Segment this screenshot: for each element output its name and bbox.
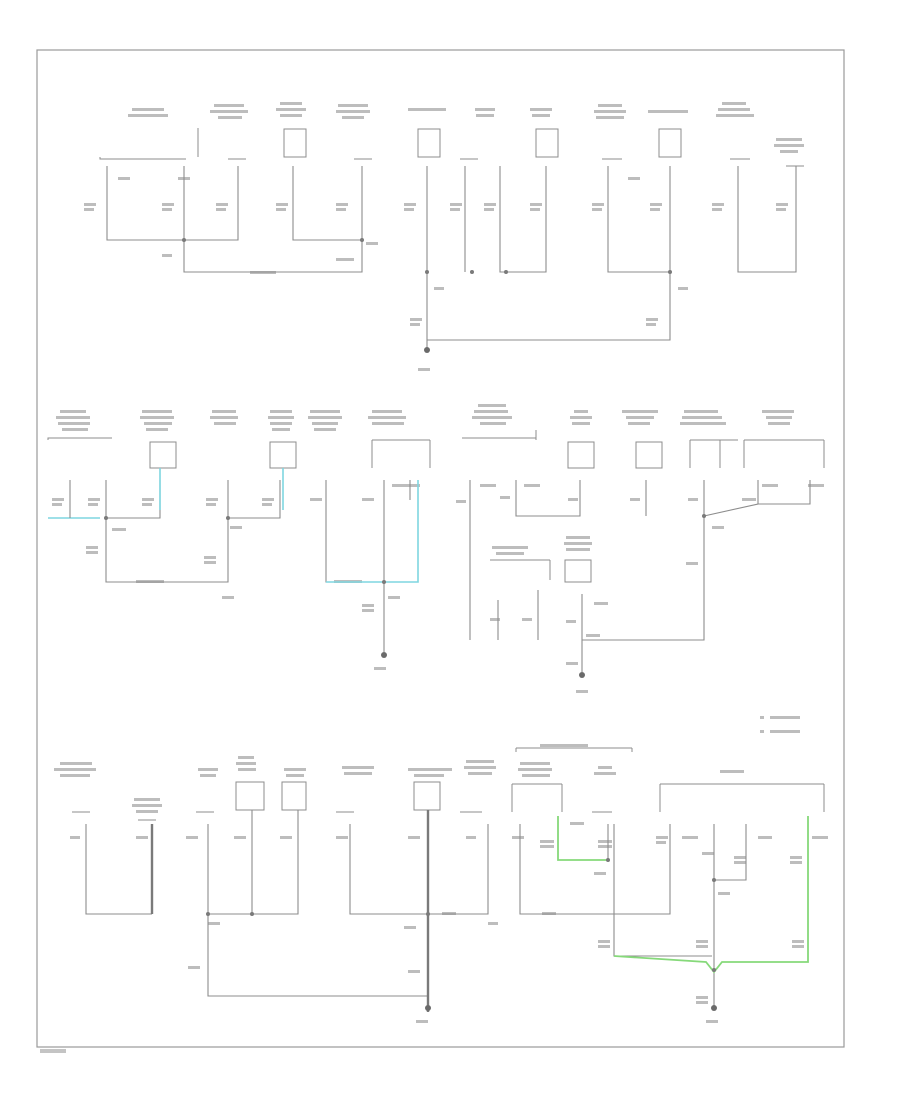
component-box: [635, 441, 663, 469]
ground-wire: [325, 480, 384, 583]
ground-point: [424, 347, 430, 353]
ground-wire: [292, 166, 363, 241]
component-labels-top: [128, 102, 804, 153]
component-bracket: [689, 439, 738, 468]
component-labels-bottom: [54, 744, 744, 813]
splice-point: [182, 238, 186, 242]
splice-point: [206, 912, 210, 916]
component-box: [281, 781, 307, 811]
component-bracket: [99, 128, 199, 160]
splice-point: [712, 878, 716, 882]
splice-point: [504, 270, 508, 274]
ground-point: [381, 652, 387, 658]
component-box: [413, 781, 441, 811]
ground-wire: [349, 824, 489, 915]
highlighted-wire-green: [557, 816, 608, 861]
ground-wire: [519, 824, 671, 915]
ground-point: [711, 1005, 717, 1011]
ground-wire: [183, 240, 363, 273]
splice-point: [425, 270, 429, 274]
ground-wire: [497, 590, 583, 672]
section-bottom: [54, 716, 828, 1023]
splice-point: [470, 270, 474, 274]
component-bracket: [743, 439, 825, 468]
ground-wire: [464, 166, 466, 272]
component-bracket: [515, 747, 633, 752]
section-top: [84, 102, 804, 371]
ground-wire: [499, 166, 547, 273]
component-box: [269, 441, 297, 469]
splice-point: [606, 858, 610, 862]
splice-point: [360, 238, 364, 242]
component-bracket: [462, 430, 537, 440]
section-middle: [47, 404, 825, 693]
ground-wire: [737, 166, 797, 273]
ground-wire: [703, 480, 811, 517]
ground-wire: [383, 480, 411, 652]
diagram-frame: [36, 49, 845, 1048]
component-box: [417, 128, 441, 158]
component-box: [283, 128, 307, 158]
ground-wire: [184, 166, 239, 241]
splice-point: [426, 912, 430, 916]
component-box: [149, 441, 177, 469]
ground-wire: [207, 824, 428, 997]
connector-tags: [84, 177, 788, 371]
ground-wire: [713, 824, 747, 1010]
component-box: [235, 781, 265, 811]
ground-wire: [228, 480, 281, 519]
ground-wire: [85, 824, 152, 915]
ground-wire: [582, 480, 705, 641]
splice-point: [104, 516, 108, 520]
connector-tags: [70, 822, 828, 1023]
highlighted-wire-green: [613, 816, 809, 974]
legend: [760, 716, 800, 733]
component-box: [564, 559, 592, 583]
component-bracket: [47, 437, 112, 440]
ground-point: [425, 1005, 431, 1011]
ground-wire: [427, 272, 671, 341]
ground-wire: [69, 480, 229, 583]
ground-wire: [469, 480, 581, 640]
component-bracket: [72, 811, 612, 821]
splice-point: [668, 270, 672, 274]
component-bracket: [511, 783, 563, 812]
component-bracket: [659, 783, 825, 812]
splice-point: [712, 968, 716, 972]
ground-wire: [607, 166, 671, 273]
component-bracket: [228, 158, 804, 167]
splice-point: [382, 580, 386, 584]
component-bracket: [490, 559, 551, 580]
component-labels-middle: [56, 404, 794, 555]
ground-wire: [208, 810, 299, 915]
component-bracket: [371, 439, 431, 468]
splice-point: [226, 516, 230, 520]
component-box: [658, 128, 682, 158]
splice-point: [702, 514, 706, 518]
component-box: [567, 441, 595, 469]
ground-point: [579, 672, 585, 678]
highlighted-wire-cyan: [326, 480, 419, 583]
component-box: [535, 128, 559, 158]
splice-point: [250, 912, 254, 916]
diagram-stamp-mark: [40, 1049, 66, 1053]
ground-wire: [106, 166, 185, 241]
